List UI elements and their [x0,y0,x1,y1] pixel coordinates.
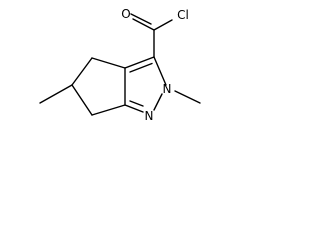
atom-label-oxygen: O [121,7,130,21]
atom-labels: O Cl N N [121,7,189,123]
bond-c5-c6 [71,84,93,116]
bond-c5-c4 [71,57,93,86]
bond-carbonyl-cl [153,19,173,31]
bond-c3-n2 [153,56,167,86]
bond-n2-methyl [174,90,201,104]
bond-c4-c3a [91,57,126,69]
bond-n2-n1 [153,93,163,111]
bonds [39,13,201,116]
chemical-structure-diagram: O Cl N N [39,7,201,123]
bond-carbonyl-o-outer [132,18,155,31]
bond-n1-c6a-inner [129,100,144,107]
bond-c3a-c3-outer [124,56,155,69]
bond-c3a-c3-inner [129,62,153,73]
bond-ring-methyl [39,84,73,104]
bond-carbonyl-o-inner [130,13,152,25]
bond-n1-c6a-outer [124,104,144,113]
atom-label-nitrogen-methyl: N [163,82,172,96]
atom-label-chlorine: Cl [177,8,189,22]
atom-label-nitrogen-ring: N [145,109,154,123]
bond-c6-c6a [91,104,126,116]
